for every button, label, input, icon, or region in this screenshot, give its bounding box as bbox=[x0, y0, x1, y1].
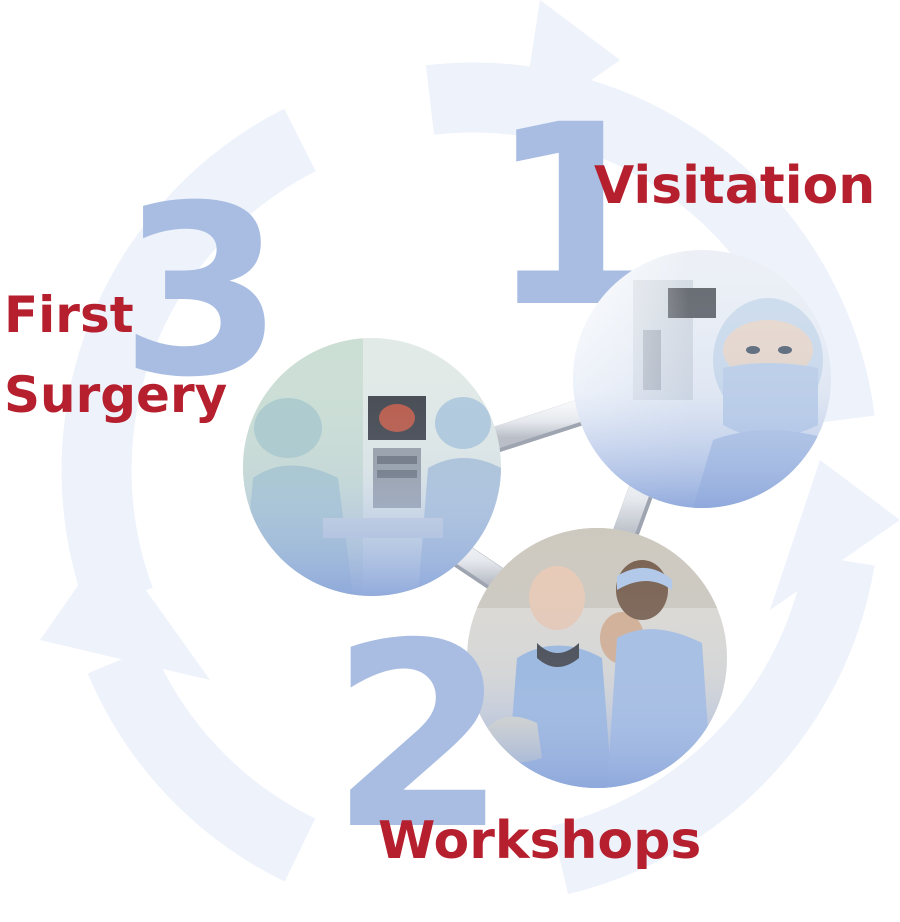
cycle-arrowhead-left bbox=[40, 540, 210, 680]
step-label-visitation: Visitation bbox=[594, 156, 876, 216]
cycle-arrowhead-top bbox=[520, 0, 620, 130]
step-label-first: First bbox=[4, 286, 134, 344]
step-label-workshops: Workshops bbox=[378, 811, 702, 871]
step-number-2: 2 bbox=[330, 589, 507, 886]
operating-room-photo bbox=[243, 338, 501, 596]
step-number-3: 3 bbox=[120, 156, 284, 429]
step-label-surgery: Surgery bbox=[4, 366, 228, 424]
cycle-arrowhead-right bbox=[770, 460, 900, 610]
surgeon-with-mask-photo bbox=[573, 250, 831, 508]
workshop-training-photo bbox=[467, 528, 727, 788]
